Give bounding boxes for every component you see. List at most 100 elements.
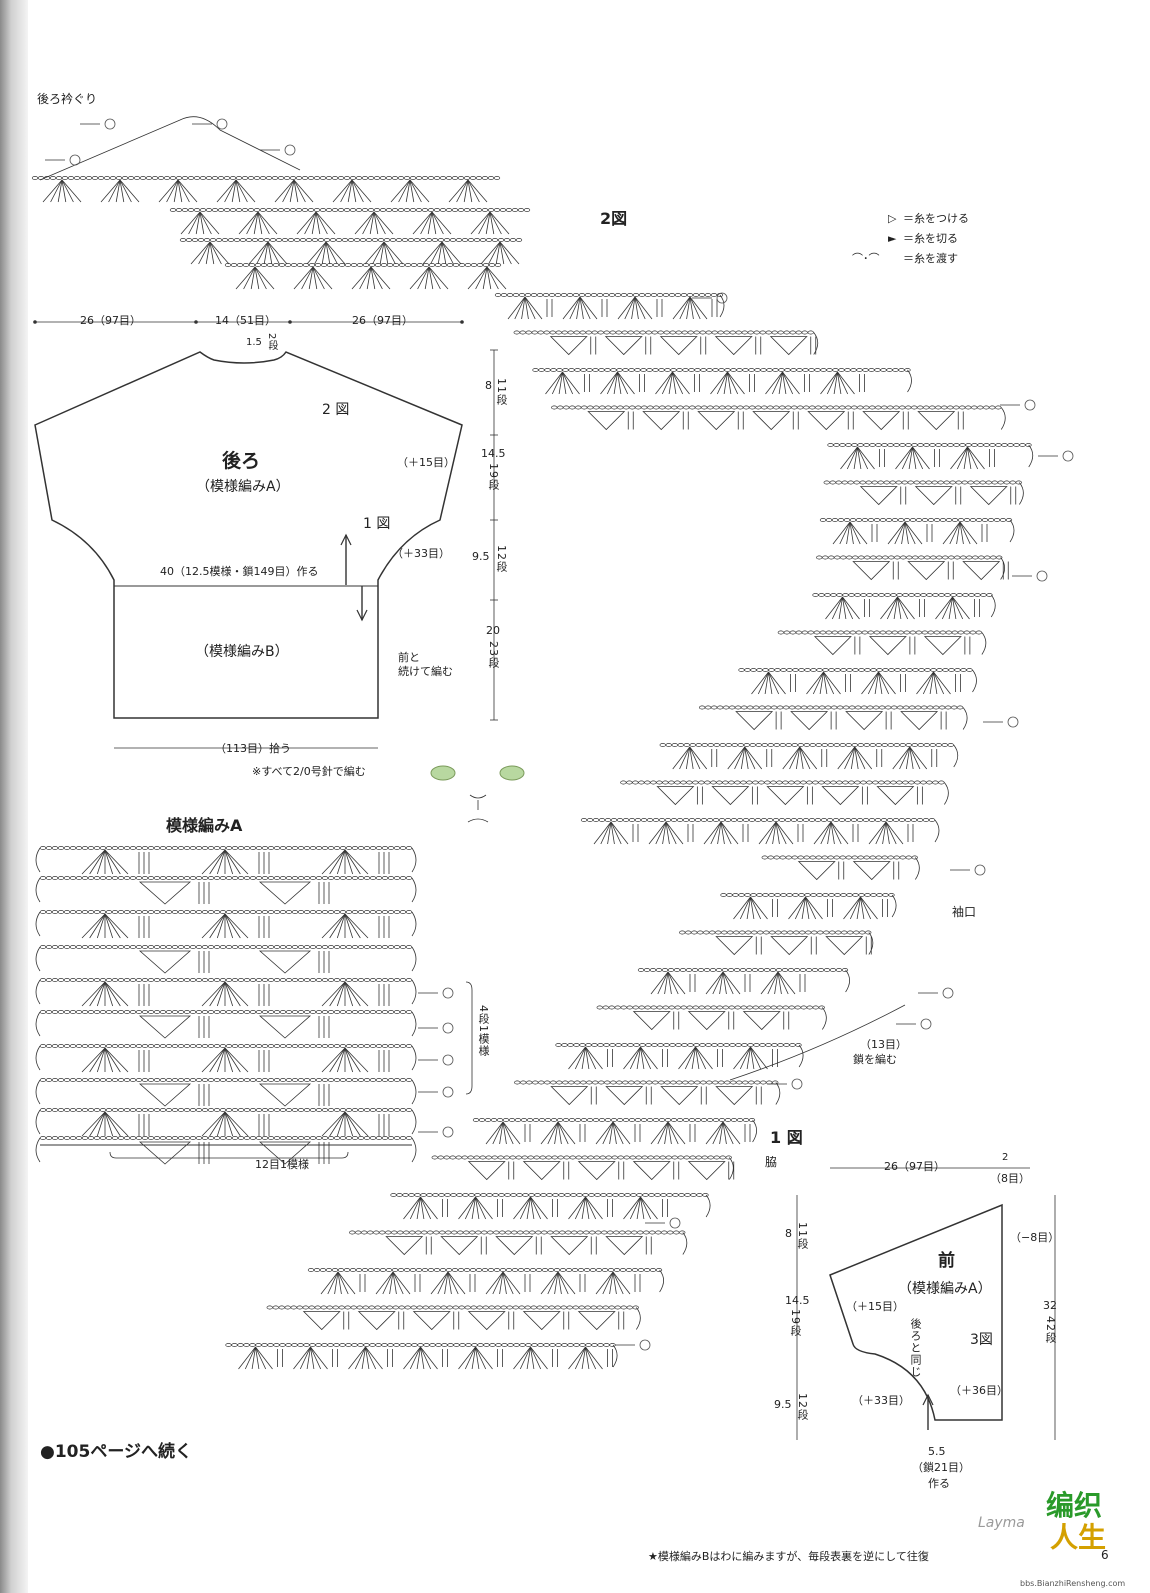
chain-stitch — [410, 263, 418, 267]
fig2-top-fan — [296, 211, 336, 235]
fig2-top-chain — [179, 238, 523, 242]
chain-stitch — [381, 1044, 389, 1048]
chain-stitch — [932, 705, 940, 710]
chain-stitch — [745, 930, 752, 935]
chain-stitch — [471, 1343, 478, 1347]
chain-stitch — [560, 1305, 567, 1310]
dc-stitch — [768, 671, 786, 695]
dc-stitch — [403, 1346, 421, 1370]
chain-stitch — [694, 818, 702, 822]
chain-stitch — [355, 176, 363, 180]
chain-stitch — [169, 208, 177, 212]
fig2-fan — [600, 371, 635, 395]
chain-stitch — [573, 1343, 580, 1347]
chain-stitch — [870, 555, 877, 560]
pattern-a-turn — [35, 847, 41, 873]
chain-stitch — [491, 238, 499, 242]
chain-stitch — [93, 1078, 101, 1082]
chain-stitch — [620, 293, 628, 297]
chain-stitch — [39, 1078, 47, 1082]
dc-stitch — [447, 1271, 466, 1295]
chain-stitch — [794, 780, 801, 785]
chain-stitch — [141, 945, 149, 949]
dc-stitch — [849, 521, 854, 545]
chain-stitch — [489, 1343, 496, 1347]
pattern-a-turn — [411, 847, 417, 873]
dc-stitch — [771, 371, 783, 395]
chain-stitch — [381, 1078, 389, 1082]
chain-stitch — [183, 945, 191, 949]
chain-stitch — [197, 238, 205, 242]
chain-stitch — [984, 555, 991, 560]
chain-stitch — [818, 705, 826, 710]
fig2-row-marker — [1062, 450, 1074, 462]
dc-stitch — [956, 446, 968, 470]
chain-stitch — [762, 668, 769, 672]
chain-stitch — [919, 480, 926, 485]
chain-stitch — [914, 780, 921, 785]
chain-stitch — [396, 1193, 403, 1197]
chain-stitch — [704, 705, 712, 710]
chain-stitch — [840, 893, 847, 897]
chain-stitch — [825, 518, 833, 522]
chain-stitch — [599, 1155, 606, 1160]
dc-stitch — [488, 241, 501, 265]
cuff-label: 袖口 — [952, 905, 977, 919]
dc-stitch — [507, 296, 526, 320]
chain-stitch — [487, 1230, 494, 1235]
legend-attach-label: ＝糸をつける — [903, 212, 969, 225]
chain-stitch — [377, 238, 385, 242]
chain-stitch — [713, 1155, 720, 1160]
dc-stitch — [422, 241, 443, 265]
chain-stitch — [527, 1155, 534, 1160]
chain-stitch — [954, 668, 961, 672]
chain-stitch — [45, 910, 53, 914]
dc-stitch — [336, 913, 346, 939]
chain-stitch — [357, 1044, 365, 1048]
chain-stitch — [345, 846, 353, 850]
chain-stitch — [237, 910, 245, 914]
chain-stitch — [213, 1078, 221, 1082]
chain-stitch — [965, 405, 972, 410]
chain-stitch — [756, 668, 763, 672]
chain-stitch — [87, 1108, 95, 1112]
chain-stitch — [99, 1108, 107, 1112]
dc-stitch — [617, 371, 629, 395]
dc-stitch — [899, 746, 911, 770]
dc-stitch — [710, 821, 722, 845]
chain-stitch — [363, 945, 371, 949]
dc-stitch — [801, 896, 806, 920]
chain-stitch — [494, 293, 502, 297]
dim-top-right: 26（97目） — [352, 314, 413, 327]
fig1-up-arrowhead — [340, 533, 352, 546]
chain-stitch — [159, 846, 167, 850]
chain-stitch — [303, 978, 311, 982]
chain-stitch — [550, 368, 557, 372]
chain-stitch — [749, 405, 756, 410]
dc-stitch — [50, 179, 63, 203]
chain-stitch — [716, 780, 723, 785]
chain-stitch — [325, 176, 333, 180]
chain-stitch — [557, 1155, 564, 1160]
chain-stitch — [746, 705, 754, 710]
chain-stitch — [939, 518, 947, 522]
chain-stitch — [1019, 443, 1026, 447]
pattern-a-bracket: 4段1模様 — [477, 1005, 490, 1057]
chain-stitch — [650, 293, 658, 297]
chain-stitch — [963, 518, 971, 522]
chain-stitch — [826, 368, 833, 372]
chain-stitch — [526, 1118, 534, 1122]
chain-stitch — [249, 910, 257, 914]
dc-stitch — [337, 1271, 349, 1295]
chain-stitch — [195, 876, 203, 880]
dc-stitch — [486, 266, 492, 290]
chain-stitch — [593, 1155, 600, 1160]
dc-stitch — [655, 371, 673, 395]
chain-stitch — [103, 176, 111, 180]
dc-stitch — [813, 821, 832, 845]
fig2-top-fan — [354, 211, 394, 235]
chain-stitch — [393, 1010, 401, 1014]
dc-stitch — [362, 211, 375, 235]
chain-stitch — [752, 705, 760, 710]
chain-stitch — [285, 846, 293, 850]
